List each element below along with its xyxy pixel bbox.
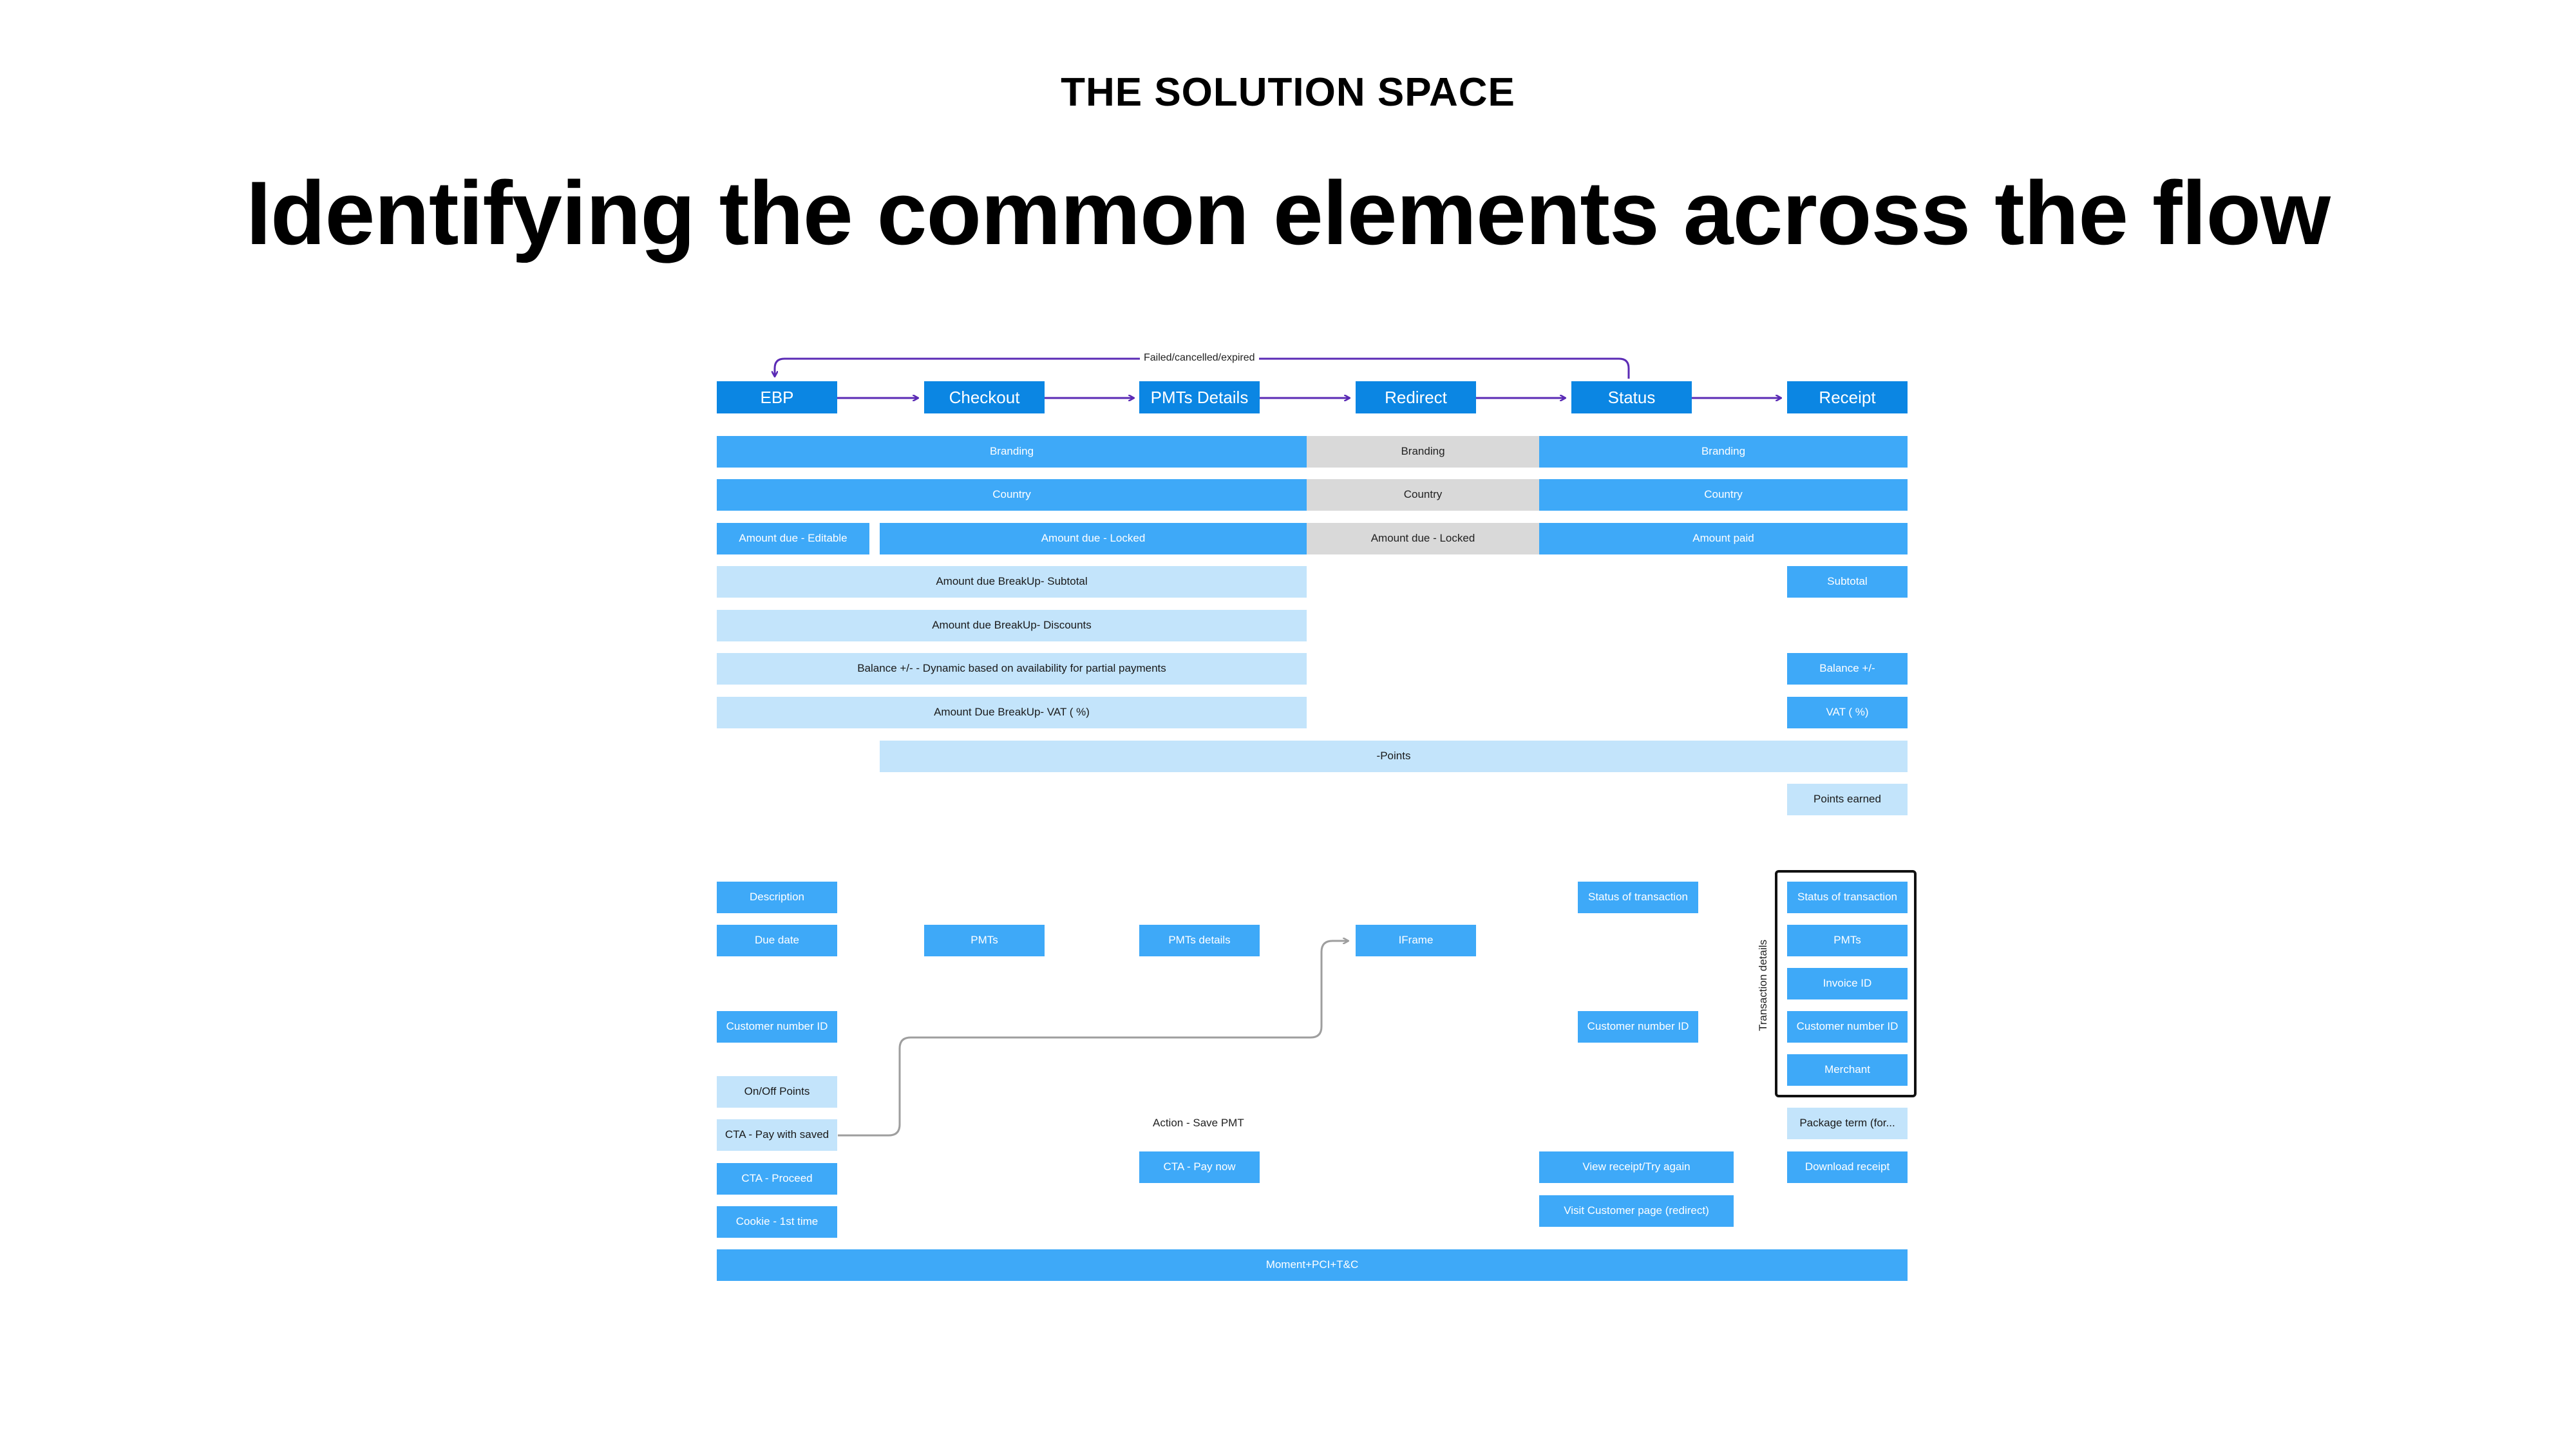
eyebrow-title: THE SOLUTION SPACE	[1061, 70, 1515, 115]
pmts-details-box: PMTs details	[1139, 925, 1260, 956]
row-branding-status: Branding	[1539, 436, 1908, 468]
ebp-description: Description	[717, 882, 837, 913]
row-country-status: Country	[1539, 479, 1908, 511]
redirect-iframe: IFrame	[1356, 925, 1476, 956]
ebp-due-date: Due date	[717, 925, 837, 956]
stage-pmts-details[interactable]: PMTs Details	[1139, 381, 1260, 413]
cta-proceed-button[interactable]: CTA - Proceed	[717, 1163, 837, 1195]
loop-label: Failed/cancelled/expired	[1140, 352, 1259, 364]
footer-moment-pci-tc: Moment+PCI+T&C	[717, 1249, 1908, 1281]
stage-checkout[interactable]: Checkout	[924, 381, 1045, 413]
row-amount-locked: Amount due - Locked	[880, 523, 1307, 554]
cta-pay-with-saved-button[interactable]: CTA - Pay with saved	[717, 1119, 837, 1151]
status-of-transaction: Status of transaction	[1578, 882, 1698, 913]
row-discounts-breakup: Amount due BreakUp- Discounts	[717, 610, 1307, 641]
receipt-customer-number-id: Customer number ID	[1787, 1011, 1908, 1043]
visit-customer-page-button[interactable]: Visit Customer page (redirect)	[1539, 1195, 1734, 1227]
receipt-merchant: Merchant	[1787, 1054, 1908, 1086]
row-balance: Balance +/-	[1787, 653, 1908, 685]
stage-receipt[interactable]: Receipt	[1787, 381, 1908, 413]
receipt-invoice-id: Invoice ID	[1787, 968, 1908, 999]
row-subtotal-breakup: Amount due BreakUp- Subtotal	[717, 566, 1307, 598]
row-amount-editable: Amount due - Editable	[717, 523, 869, 554]
row-vat: VAT ( %)	[1787, 697, 1908, 728]
row-country-ebp: Country	[717, 479, 1307, 511]
ebp-customer-number-id: Customer number ID	[717, 1011, 837, 1043]
action-save-pmt: Action - Save PMT	[1153, 1117, 1244, 1129]
row-amount-paid: Amount paid	[1539, 523, 1908, 554]
row-balance-dynamic: Balance +/- - Dynamic based on availabil…	[717, 653, 1307, 685]
download-receipt-button[interactable]: Download receipt	[1787, 1151, 1908, 1183]
checkout-pmts: PMTs	[924, 925, 1045, 956]
page-title: Identifying the common elements across t…	[246, 162, 2331, 263]
stage-status[interactable]: Status	[1571, 381, 1692, 413]
row-branding-ebp: Branding	[717, 436, 1307, 468]
transaction-details-label: Transaction details	[1757, 939, 1769, 1032]
ebp-on-off-points[interactable]: On/Off Points	[717, 1076, 837, 1108]
view-receipt-try-again-button[interactable]: View receipt/Try again	[1539, 1151, 1734, 1183]
row-vat-breakup: Amount Due BreakUp- VAT ( %)	[717, 697, 1307, 728]
ebp-cookie: Cookie - 1st time	[717, 1206, 837, 1238]
receipt-pmts: PMTs	[1787, 925, 1908, 956]
connector-saved-to-iframe	[838, 941, 1348, 1137]
row-points: -Points	[880, 741, 1908, 772]
cta-pay-now-button[interactable]: CTA - Pay now	[1139, 1151, 1260, 1183]
row-subtotal: Subtotal	[1787, 566, 1908, 598]
stage-redirect[interactable]: Redirect	[1356, 381, 1476, 413]
stage-ebp[interactable]: EBP	[717, 381, 837, 413]
row-country-redirect: Country	[1307, 479, 1539, 511]
receipt-status-of-transaction: Status of transaction	[1787, 882, 1908, 913]
receipt-package-term: Package term (for...	[1787, 1108, 1908, 1139]
status-customer-number-id: Customer number ID	[1578, 1011, 1698, 1043]
transaction-details-frame	[1775, 870, 1917, 1097]
row-branding-redirect: Branding	[1307, 436, 1539, 468]
row-amount-locked-redirect: Amount due - Locked	[1307, 523, 1539, 554]
row-points-earned: Points earned	[1787, 784, 1908, 815]
